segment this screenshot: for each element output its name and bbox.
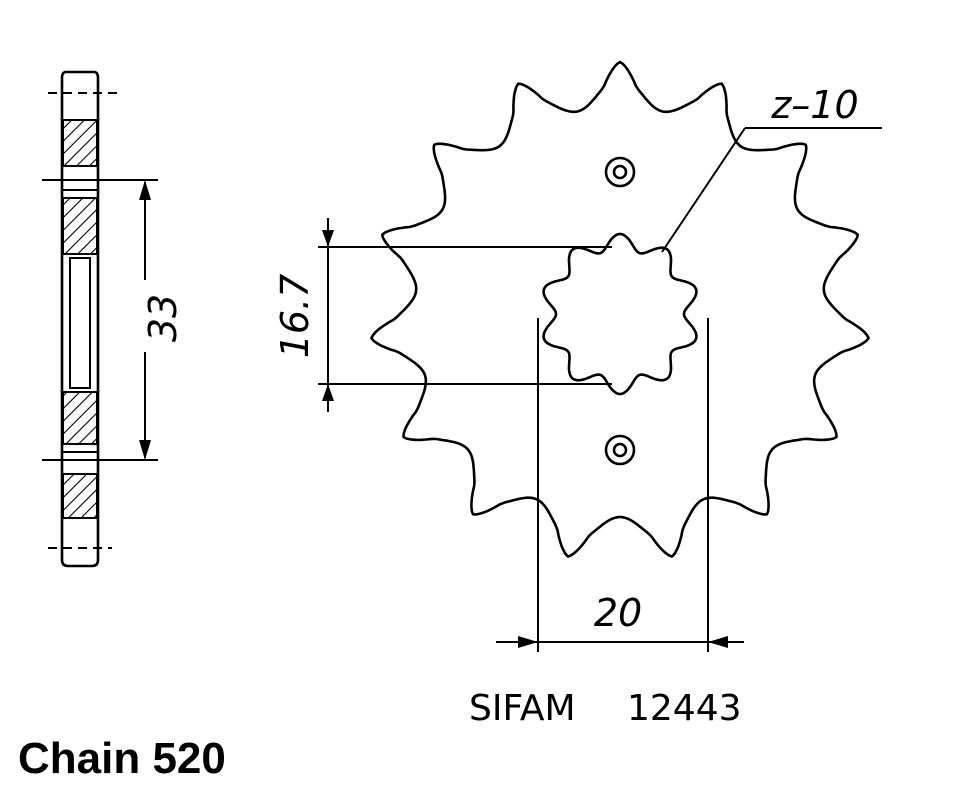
hatch-lower-2: [62, 473, 98, 519]
bore-height-label: 16.7: [273, 274, 317, 359]
bore-width-label: 20: [594, 591, 642, 635]
spline-bore: [542, 232, 698, 396]
hub-dimension-label: 33: [141, 294, 185, 342]
side-view: 33: [42, 70, 185, 568]
mounting-hole-upper: [604, 156, 636, 188]
side-view-outline: [60, 70, 100, 568]
teeth-count-label: z–10: [770, 83, 858, 127]
hatch-upper-2: [62, 197, 98, 255]
chain-size-caption: Chain 520: [18, 734, 226, 783]
front-view: 16.7 20 z–10 SIFAM 12443: [273, 60, 882, 729]
hatch-lower-1: [62, 391, 98, 445]
mounting-hole-lower: [604, 434, 636, 466]
hatch-upper-1: [62, 119, 98, 167]
part-number: 12443: [627, 688, 742, 729]
teeth-leader-line: [661, 127, 746, 253]
brand-name: SIFAM: [469, 688, 576, 729]
bore-slot: [69, 257, 91, 389]
sprocket-outline: [370, 60, 870, 558]
